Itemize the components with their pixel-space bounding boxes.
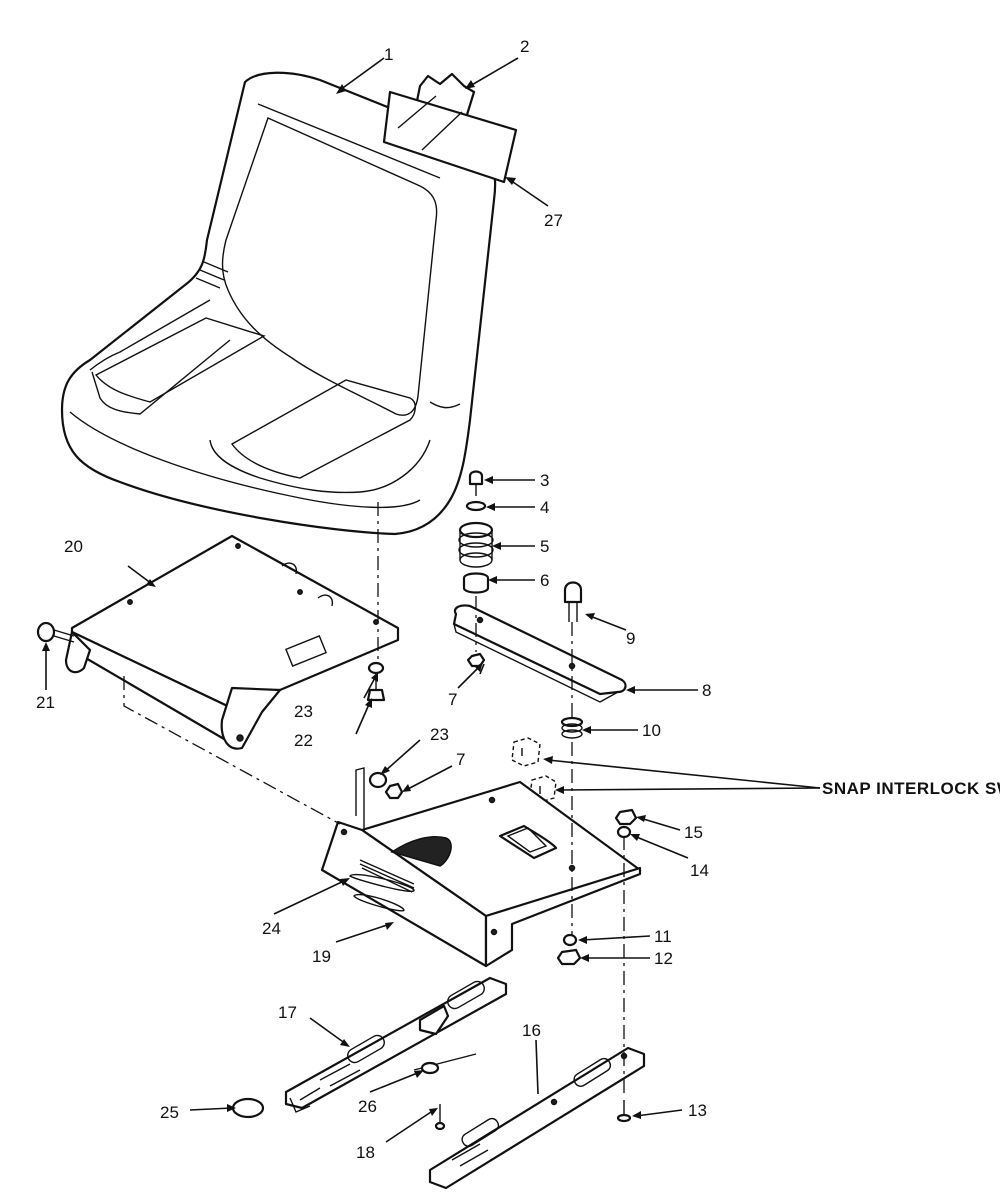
part-number-labels: 1 2 27 3 4 5 6 20 9 7 8 21 23 22 10 23 7…: [36, 37, 1000, 1162]
leader-lines: [42, 57, 821, 1143]
label-part-1: 1: [384, 45, 393, 64]
label-part-18: 18: [356, 1143, 375, 1162]
label-part-6: 6: [540, 571, 549, 590]
label-part-13: 13: [688, 1101, 707, 1120]
label-part-3: 3: [540, 471, 549, 490]
label-part-20: 20: [64, 537, 83, 556]
lower-spring: [560, 716, 584, 739]
label-part-2: 2: [520, 37, 529, 56]
snap-interlock-switches: [511, 737, 557, 803]
left-slide-rail: [284, 976, 508, 1113]
spring-stack: [458, 470, 494, 594]
label-part-9: 9: [626, 629, 635, 648]
adjust-bolt: [563, 581, 583, 622]
label-part-12: 12: [654, 949, 673, 968]
label-part-15: 15: [684, 823, 703, 842]
label-part-23-top: 23: [294, 702, 313, 721]
base-hardware: [556, 808, 638, 966]
label-part-19: 19: [312, 947, 331, 966]
seat-pan: [64, 534, 400, 750]
label-part-16: 16: [522, 1021, 541, 1040]
label-part-17: 17: [278, 1003, 297, 1022]
seat-shell: [60, 71, 497, 536]
mounting-bar: [452, 604, 627, 703]
label-part-24: 24: [262, 919, 281, 938]
label-part-5: 5: [540, 537, 549, 556]
label-part-21: 21: [36, 693, 55, 712]
label-part-22: 22: [294, 731, 313, 750]
seat-base: [320, 767, 642, 968]
label-part-25: 25: [160, 1103, 179, 1122]
label-part-10: 10: [642, 721, 661, 740]
washer-nut-under-pan: [366, 661, 386, 702]
label-part-26: 26: [358, 1097, 377, 1116]
decal-plates: [382, 72, 518, 184]
label-part-4: 4: [540, 498, 549, 517]
label-part-27: 27: [544, 211, 563, 230]
slide-pin: [434, 1104, 446, 1131]
label-part-7-bottom: 7: [456, 750, 465, 769]
label-part-11: 11: [654, 927, 672, 946]
label-part-7-top: 7: [448, 690, 457, 709]
rail-bolt: [616, 1100, 632, 1123]
label-part-23-bottom: 23: [430, 725, 449, 744]
label-part-8: 8: [702, 681, 711, 700]
snap-interlock-switches-label: SNAP INTERLOCK SWITCHES: [822, 779, 1000, 798]
hex-nuts: [368, 652, 486, 800]
alignment-lines: [123, 502, 625, 1096]
label-part-14: 14: [690, 861, 709, 880]
pivot-bolt: [36, 621, 75, 643]
